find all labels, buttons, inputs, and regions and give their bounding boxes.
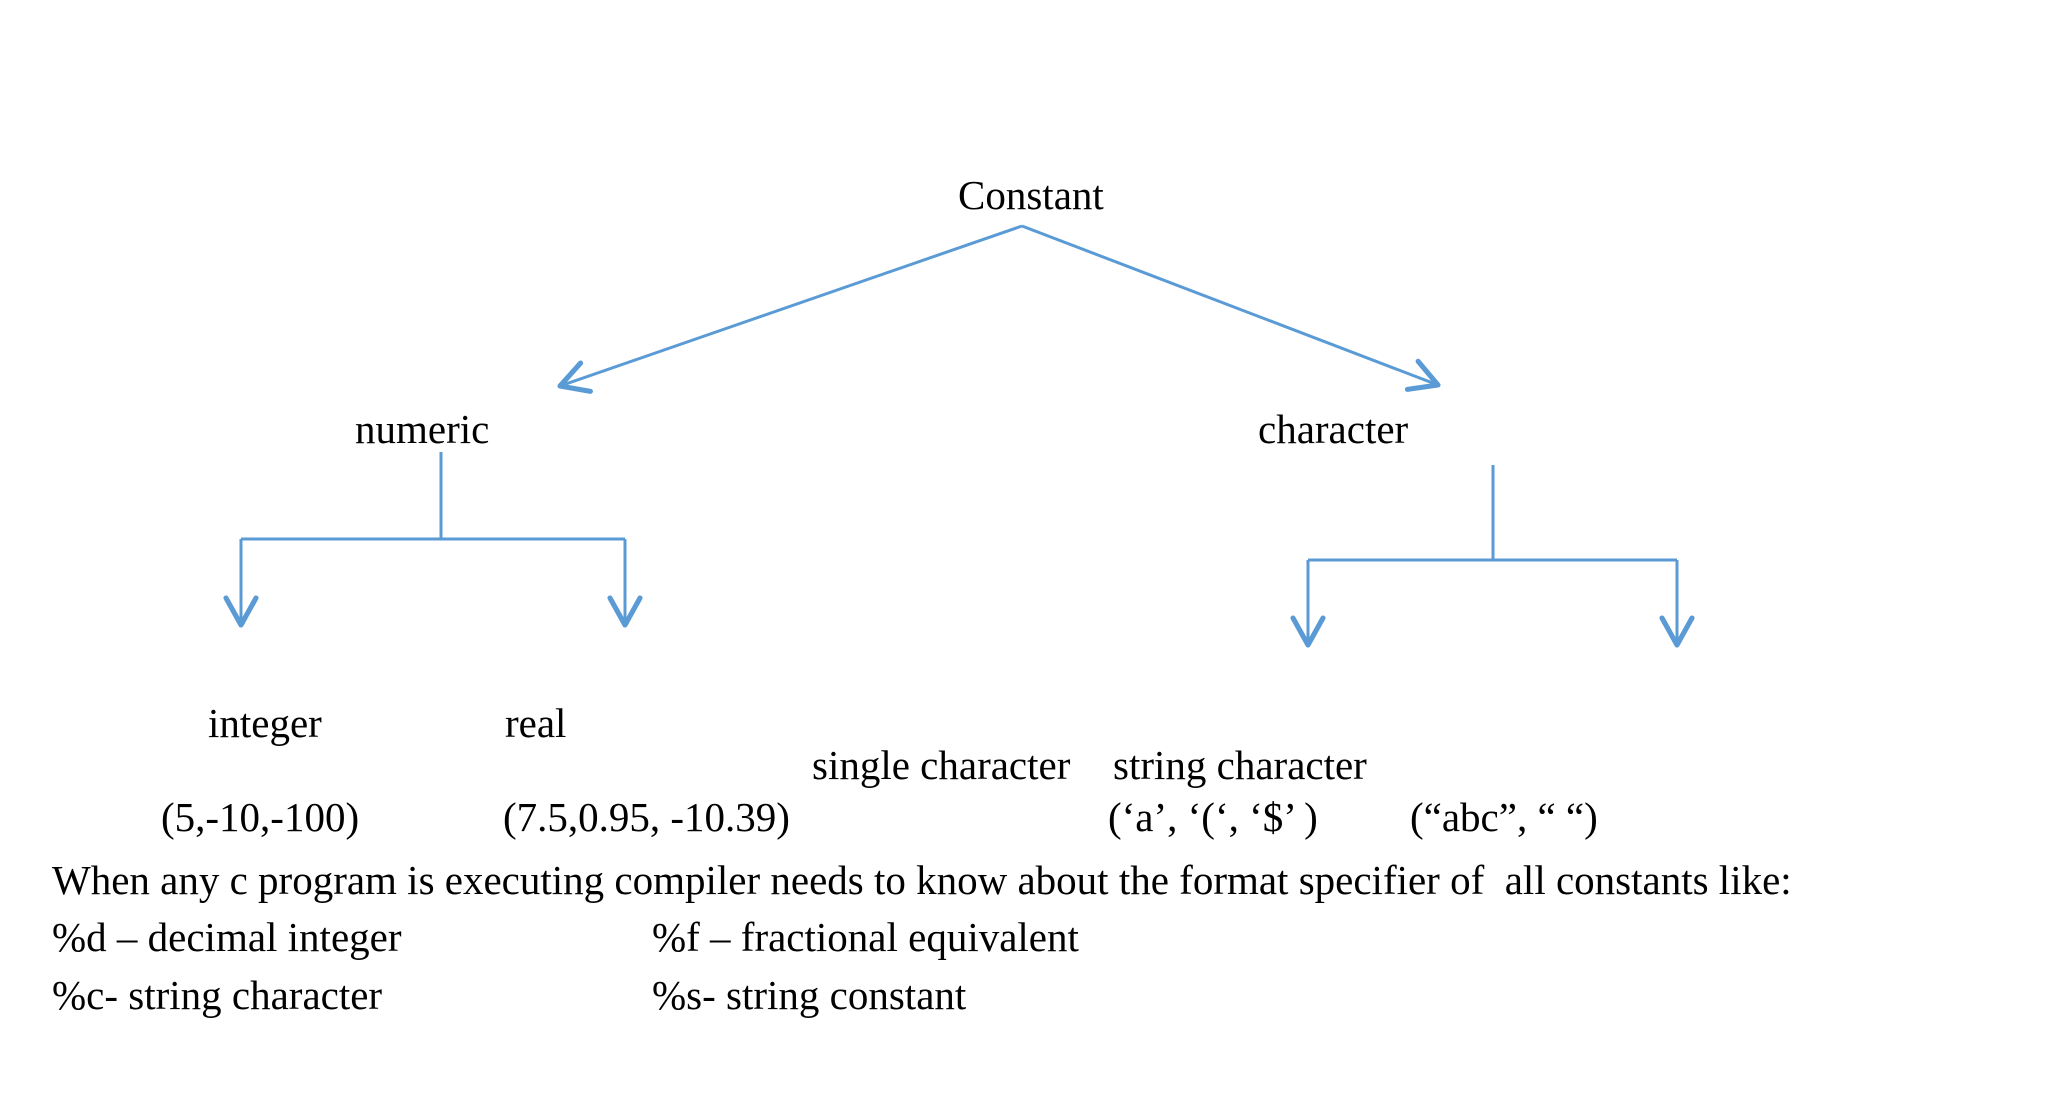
node-numeric: numeric	[355, 406, 490, 452]
node-real: real	[505, 700, 567, 746]
specifier-row: %c- string character %s- string constant	[52, 972, 1252, 1019]
node-character: character	[1258, 406, 1409, 452]
notes-intro-text: When any c program is executing compiler…	[52, 857, 1792, 903]
edge-constant-to-numeric	[557, 224, 1023, 394]
specifier-fractional-equivalent: %f – fractional equivalent	[652, 914, 1079, 960]
node-single-character: single character	[812, 742, 1071, 788]
example-integer-values: (5,-10,-100)	[161, 794, 360, 840]
edge-constant-to-character	[1021, 224, 1441, 392]
specifier-string-character: %c- string character	[52, 972, 383, 1018]
example-single-character-values: (‘a’, ‘(‘, ‘$’ )	[1108, 794, 1318, 840]
specifier-row: %d – decimal integer %f – fractional equ…	[52, 914, 1252, 961]
specifier-string-constant: %s- string constant	[652, 972, 967, 1018]
node-integer: integer	[208, 700, 322, 746]
example-string-character-values: (“abc”, “ “)	[1410, 794, 1598, 840]
specifier-decimal-integer: %d – decimal integer	[52, 914, 402, 960]
node-constant: Constant	[958, 172, 1104, 218]
node-string-character: string character	[1113, 742, 1367, 788]
example-real-values: (7.5,0.95, -10.39)	[503, 794, 790, 840]
